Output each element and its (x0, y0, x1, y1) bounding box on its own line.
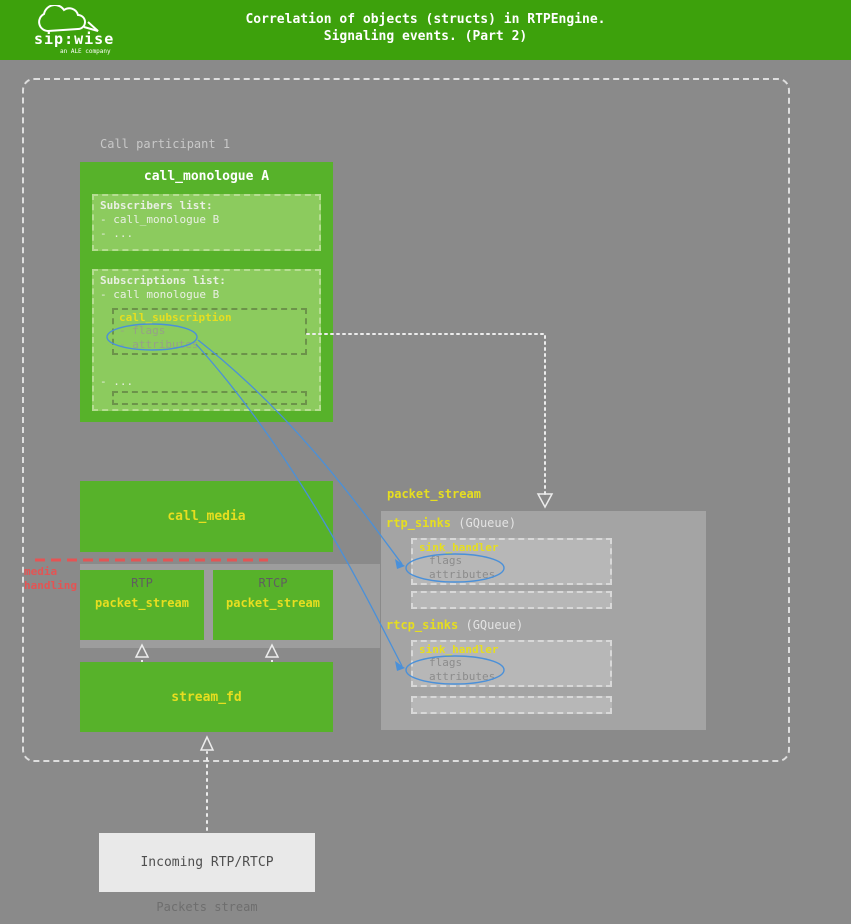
sink-handler-rtcp-box: sink_handler flags attributes (411, 640, 612, 687)
call-subscription-title: call_subscription (119, 311, 232, 324)
call-media-box: call_media (80, 481, 333, 552)
cloud-outline (38, 5, 86, 33)
call-subscription-attributes: - attributes (119, 338, 199, 351)
subscribers-title: Subscribers list: (100, 199, 213, 212)
subscriptions-list-box: Subscriptions list: - call monologue B c… (92, 269, 321, 411)
sink-handler-rtp-box: sink_handler flags attributes (411, 538, 612, 585)
title-line2: Signaling events. (Part 2) (323, 29, 528, 44)
rtp-label: RTP (131, 576, 153, 590)
packet-stream-panel: rtp_sinks (GQueue) sink_handler flags at… (381, 511, 706, 730)
rtcp-packet-stream-box: RTCP packet_stream (213, 570, 333, 640)
call-boundary (22, 78, 790, 762)
sink-handler-rtp-title: sink_handler (419, 541, 499, 554)
rtp-sinks-type: (GQueue) (458, 516, 517, 530)
title-line1: Correlation of objects (structs) in RTPE… (245, 12, 606, 27)
logo-subtext: an ALE company (60, 48, 111, 55)
rtp-packet-stream-title: packet_stream (95, 596, 189, 610)
sink-handler-rtcp-attributes: attributes (429, 670, 496, 683)
call-subscription-flags: - flags (119, 324, 166, 337)
subscribers-item: - ... (100, 227, 134, 240)
packet-stream-panel-label: packet_stream (387, 487, 481, 501)
sink-handler-rtp-flags: flags (429, 554, 463, 567)
subscriptions-more: - ... (100, 375, 134, 388)
page-title: Correlation of objects (structs) in RTPE… (0, 11, 851, 45)
rtp-packet-stream-box: RTP packet_stream (80, 570, 204, 640)
call-subscription-box: call_subscription - flags - attributes (112, 308, 307, 355)
sink-handler-rtp-empty-box (411, 591, 612, 609)
rtcp-packet-stream-title: packet_stream (226, 596, 320, 610)
packets-stream-caption: Packets stream (156, 900, 258, 914)
header-bar: sip:wise an ALE company Correlation of o… (0, 0, 851, 60)
call-media-title: call_media (167, 509, 246, 524)
subscriptions-title: Subscriptions list: (100, 274, 226, 287)
cloud-tail (83, 21, 99, 32)
sipwise-logo: sip:wise an ALE company (32, 4, 142, 58)
stream-fd-title: stream_fd (171, 689, 242, 705)
stream-fd-box: stream_fd (80, 662, 333, 732)
rtp-sinks-label: rtp_sinks (GQueue) (386, 516, 706, 531)
rtcp-label: RTCP (258, 576, 288, 590)
sink-handler-rtp-attributes: attributes (429, 568, 496, 581)
call-monologue-title: call_monologue A (143, 169, 270, 184)
participant-label: Call participant 1 (100, 137, 231, 151)
rtcp-sinks-label: rtcp_sinks (GQueue) (386, 618, 706, 633)
subscribers-list-box: Subscribers list: - call_monologue B - .… (92, 194, 321, 251)
sink-handler-rtcp-title: sink_handler (419, 643, 499, 656)
call-subscription-empty-box (112, 391, 307, 405)
incoming-rtp-rtcp-box: Incoming RTP/RTCP (99, 833, 315, 892)
cloud-icon (38, 5, 99, 33)
call-monologue-box: call_monologue A Subscribers list: - cal… (80, 162, 333, 422)
subscribers-item: - call_monologue B (100, 213, 220, 226)
incoming-title: Incoming RTP/RTCP (140, 855, 274, 870)
logo-text: sip:wise (34, 30, 115, 48)
subscriptions-item: - call monologue B (100, 288, 220, 301)
rtp-sinks-name: rtp_sinks (386, 516, 452, 530)
rtcp-sinks-type: (GQueue) (465, 618, 524, 632)
rtcp-sinks-name: rtcp_sinks (386, 618, 459, 632)
sink-handler-rtcp-empty-box (411, 696, 612, 714)
sink-handler-rtcp-flags: flags (429, 656, 463, 669)
media-handling-label: media handling (24, 565, 77, 592)
